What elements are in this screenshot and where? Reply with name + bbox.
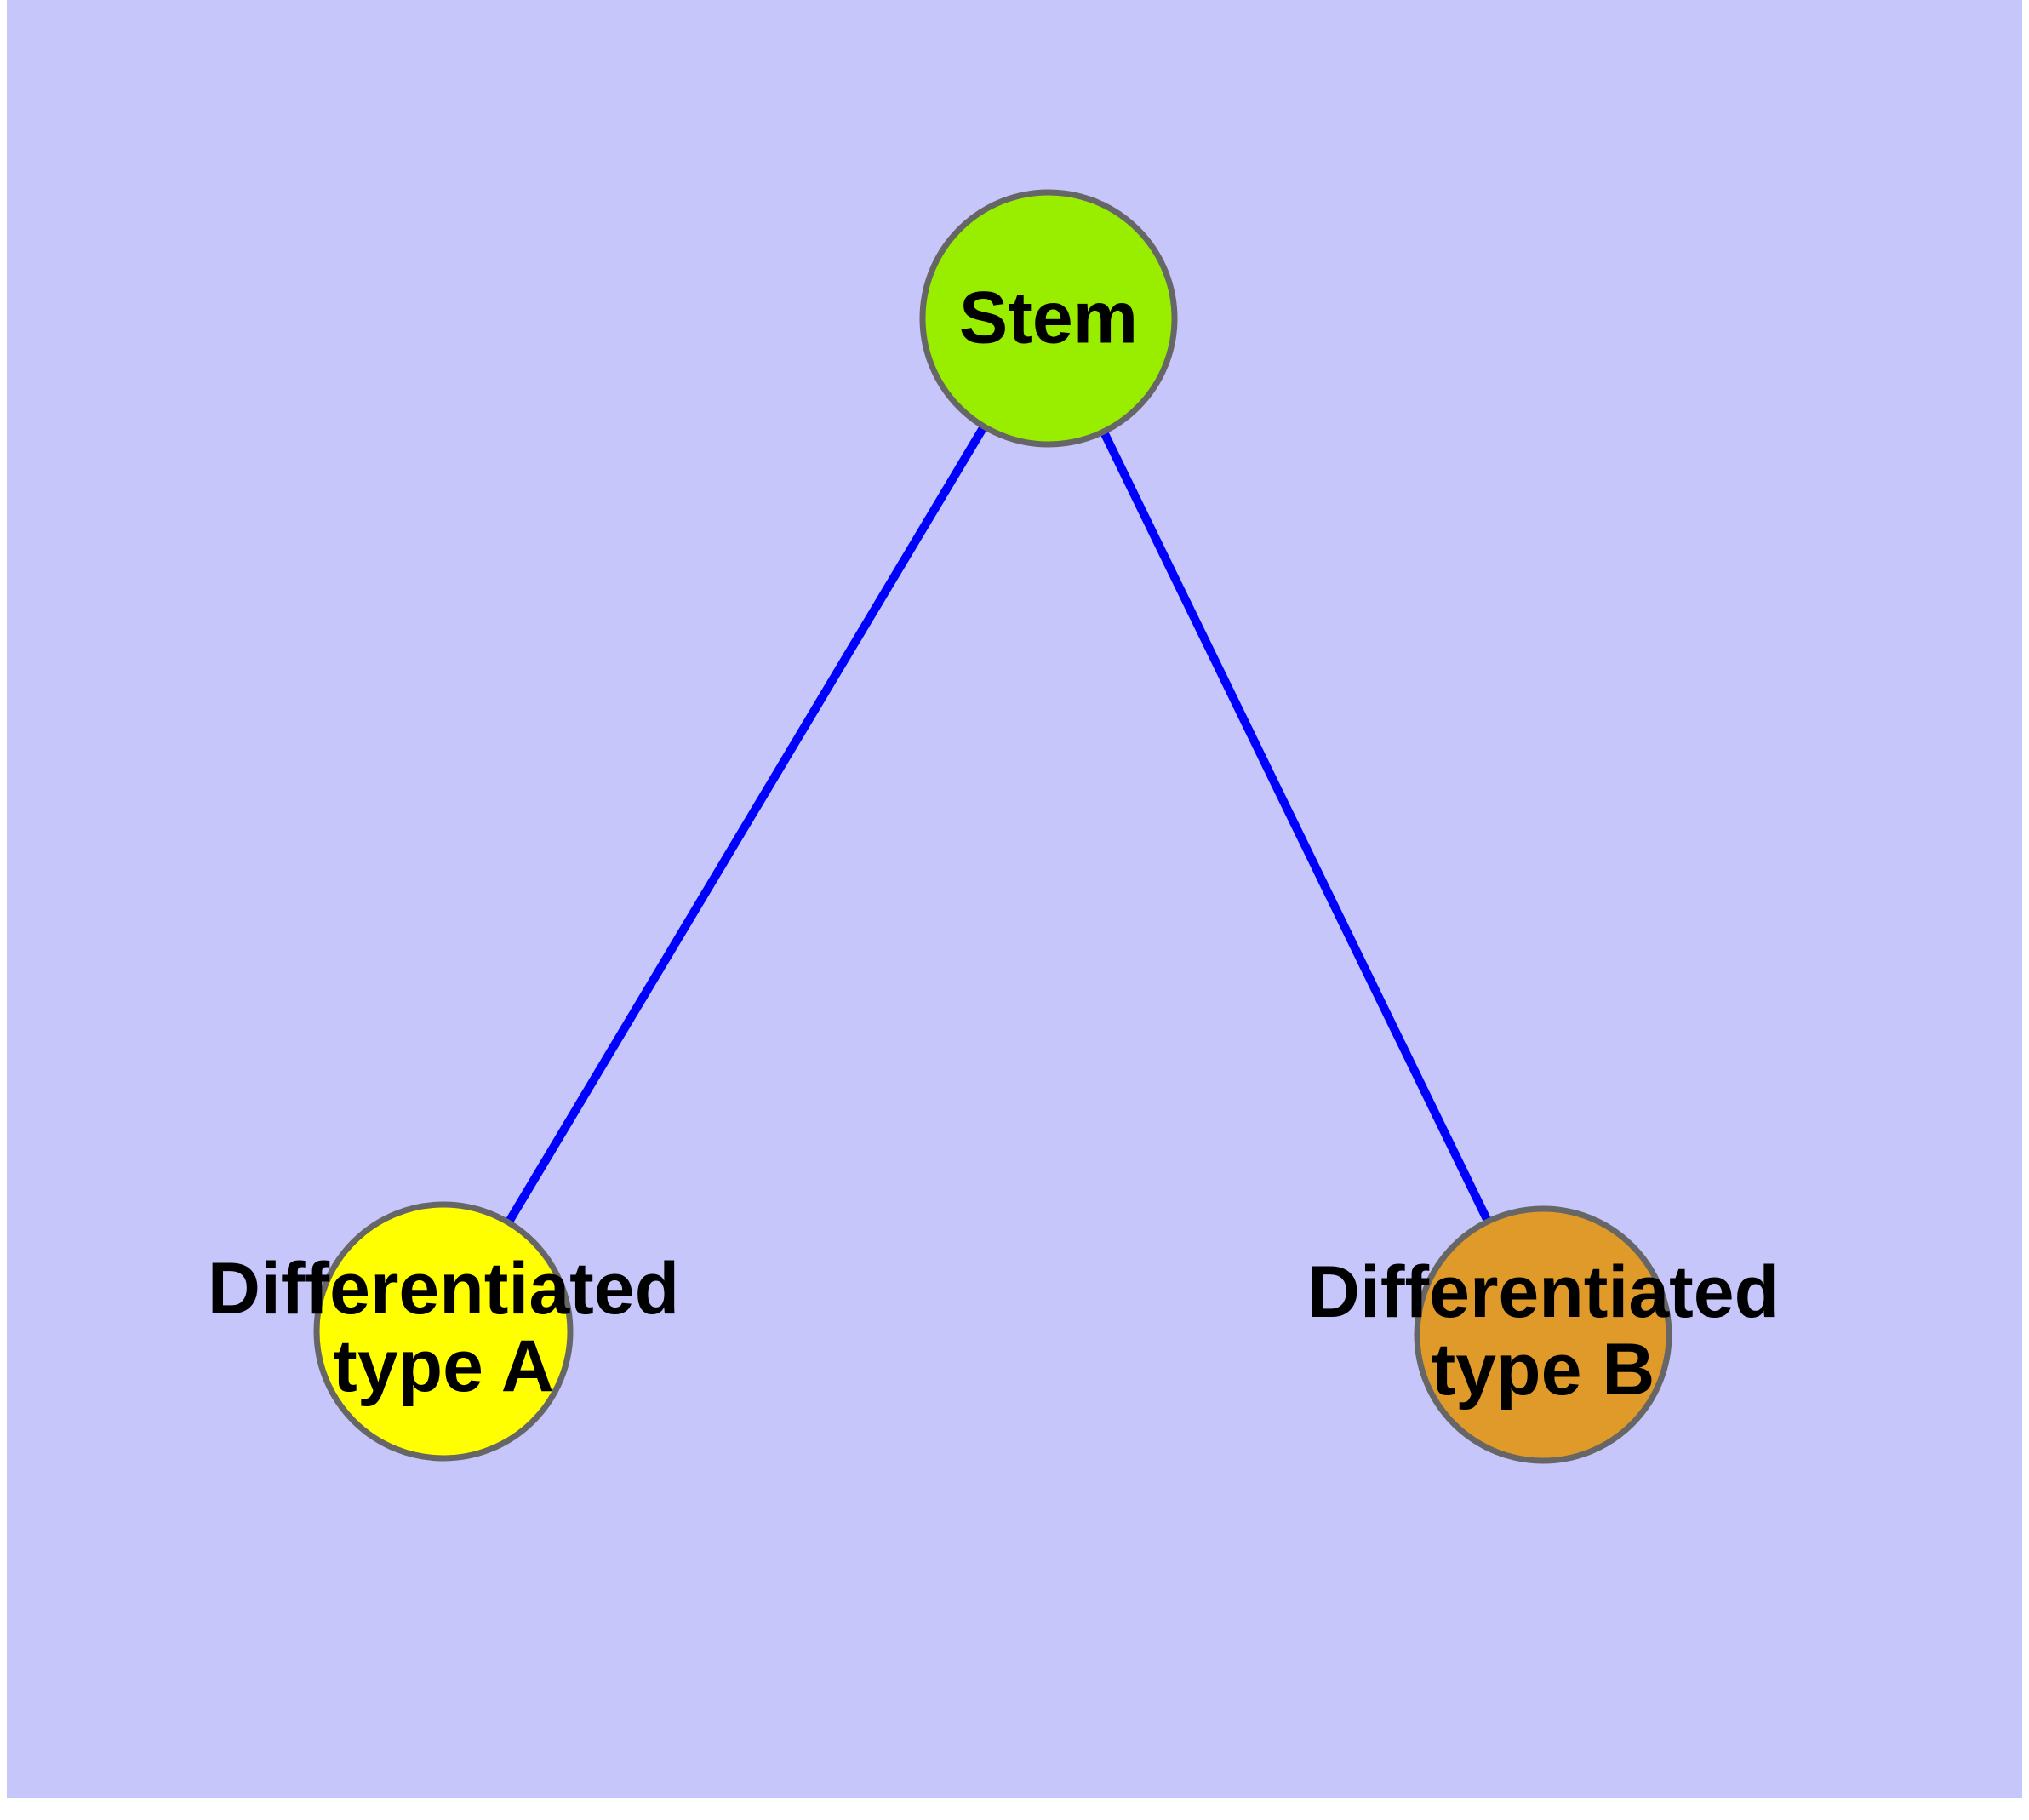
edge-layer [439,314,1547,1339]
node-differentiated-type-a[interactable] [313,1201,574,1462]
node-differentiated-type-b[interactable] [1414,1205,1672,1464]
node-stem[interactable] [919,189,1178,448]
edge-stem-to-differentiated-type-a [439,314,1053,1336]
edge-stem-to-differentiated-type-b [1044,314,1547,1339]
node-layer [313,189,1672,1464]
